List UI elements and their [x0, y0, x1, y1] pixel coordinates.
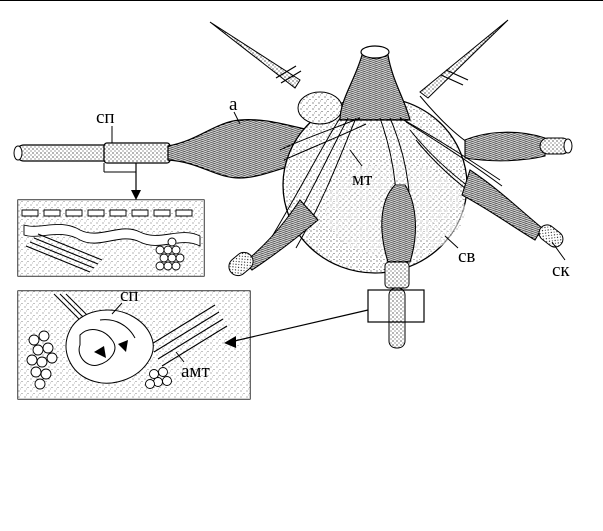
right-upper-bundle: [465, 132, 572, 161]
label-sk: ск: [552, 260, 570, 281]
label-a: а: [229, 94, 238, 115]
spine-top-left: [210, 22, 301, 88]
spine-top-right: [420, 20, 508, 98]
label-sp-top: сп: [96, 107, 115, 128]
right-lower-bundle: [462, 170, 566, 250]
label-sv: св: [458, 246, 475, 267]
left-spine-rod: [14, 143, 170, 163]
label-amt: амт: [181, 361, 210, 382]
label-mt: мт: [352, 169, 373, 190]
label-sp-inset: сп: [120, 285, 139, 306]
inset-top: [18, 200, 204, 276]
arrow-to-inset-top: [104, 163, 141, 200]
inset-bottom: [18, 291, 250, 399]
